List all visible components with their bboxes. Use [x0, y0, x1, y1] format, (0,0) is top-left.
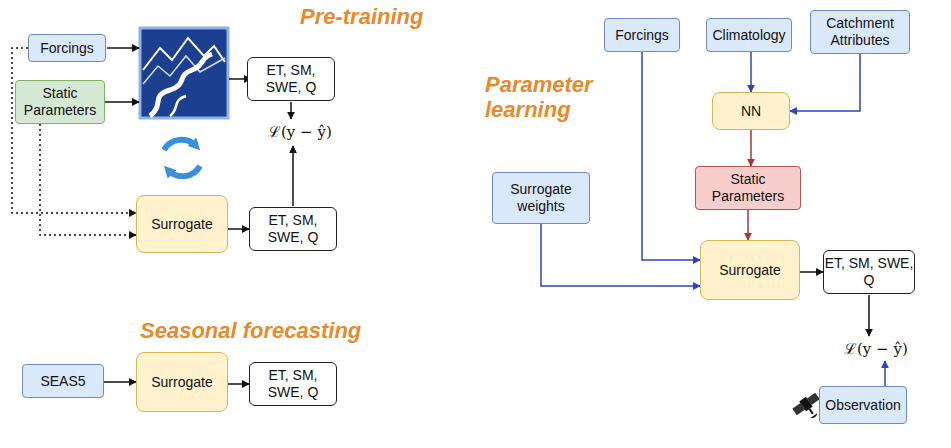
- section-title: Parameter learning: [485, 72, 605, 123]
- node-text: ET, SM, SWE, Q: [250, 212, 336, 246]
- model-box: Surrogate: [136, 352, 228, 412]
- loss-formula: ℒ(y − ŷ): [266, 121, 334, 141]
- input-box: Catchment Attributes: [810, 10, 910, 54]
- flow-connector: [750, 52, 752, 92]
- model-illustration: [140, 28, 228, 118]
- label-text: Seasonal forecasting: [140, 318, 361, 343]
- node-text: Climatology: [712, 27, 785, 44]
- section-title: Pre-training: [300, 4, 460, 29]
- input-box: Surrogate weights: [492, 172, 590, 224]
- input-box: Climatology: [706, 18, 792, 52]
- flow-connector: [642, 52, 700, 260]
- node-text: ET, SM, SWE, Q: [250, 367, 336, 401]
- output-box: ET, SM, SWE, Q: [249, 207, 337, 251]
- input-box: SEAS5: [22, 364, 104, 398]
- input-box: Observation: [819, 386, 907, 424]
- model-box: Surrogate: [136, 195, 228, 253]
- flow-connector: [104, 381, 136, 383]
- flow-connector: [12, 48, 136, 213]
- section-title: Seasonal forecasting: [140, 318, 400, 343]
- node-text: Surrogate: [151, 374, 212, 391]
- node-text: SEAS5: [40, 373, 85, 390]
- label-text: ℒ(y − ŷ): [268, 123, 332, 141]
- output-box: ET, SM, SWE, Q: [823, 250, 915, 294]
- loss-formula: ℒ(y − ŷ): [842, 338, 910, 358]
- label-text: ℒ(y − ŷ): [844, 340, 908, 358]
- flow-connector: [747, 210, 749, 240]
- cycle-arrows: [164, 140, 200, 177]
- model-box: NN: [712, 92, 790, 130]
- input-box: Forcings: [604, 18, 680, 52]
- node-text: ET, SM, SWE, Q: [824, 255, 914, 289]
- parameter-box: Static Parameters: [695, 166, 801, 210]
- node-text: NN: [741, 103, 761, 120]
- output-box: ET, SM, SWE, Q: [247, 57, 335, 101]
- flow-arrow: [101, 48, 869, 336]
- model-box: Surrogate: [700, 240, 800, 300]
- flow-connector: [750, 130, 752, 166]
- flow-connector: [228, 228, 249, 230]
- output-box: ET, SM, SWE, Q: [249, 362, 337, 406]
- node-text: Surrogate weights: [493, 181, 589, 215]
- node-text: ET, SM, SWE, Q: [248, 62, 334, 96]
- flow-connector: [228, 383, 249, 385]
- node-text: Static Parameters: [16, 85, 104, 119]
- input-box: Forcings: [28, 34, 106, 62]
- flow-connector: [40, 124, 136, 235]
- node-text: Surrogate: [719, 262, 780, 279]
- node-text: Surrogate: [151, 216, 212, 233]
- node-text: Forcings: [40, 40, 94, 57]
- node-text: Forcings: [615, 27, 669, 44]
- node-text: Static Parameters: [696, 171, 800, 205]
- node-text: Catchment Attributes: [811, 15, 909, 49]
- node-text: Observation: [825, 397, 900, 414]
- label-text: Parameter learning: [485, 72, 593, 122]
- flow-arrow: [884, 361, 886, 386]
- flow-connector: [800, 271, 823, 273]
- flow-connector: [790, 54, 860, 111]
- flow-connector: [541, 224, 700, 286]
- parameter-box: Static Parameters: [15, 80, 105, 124]
- label-text: Pre-training: [300, 4, 423, 29]
